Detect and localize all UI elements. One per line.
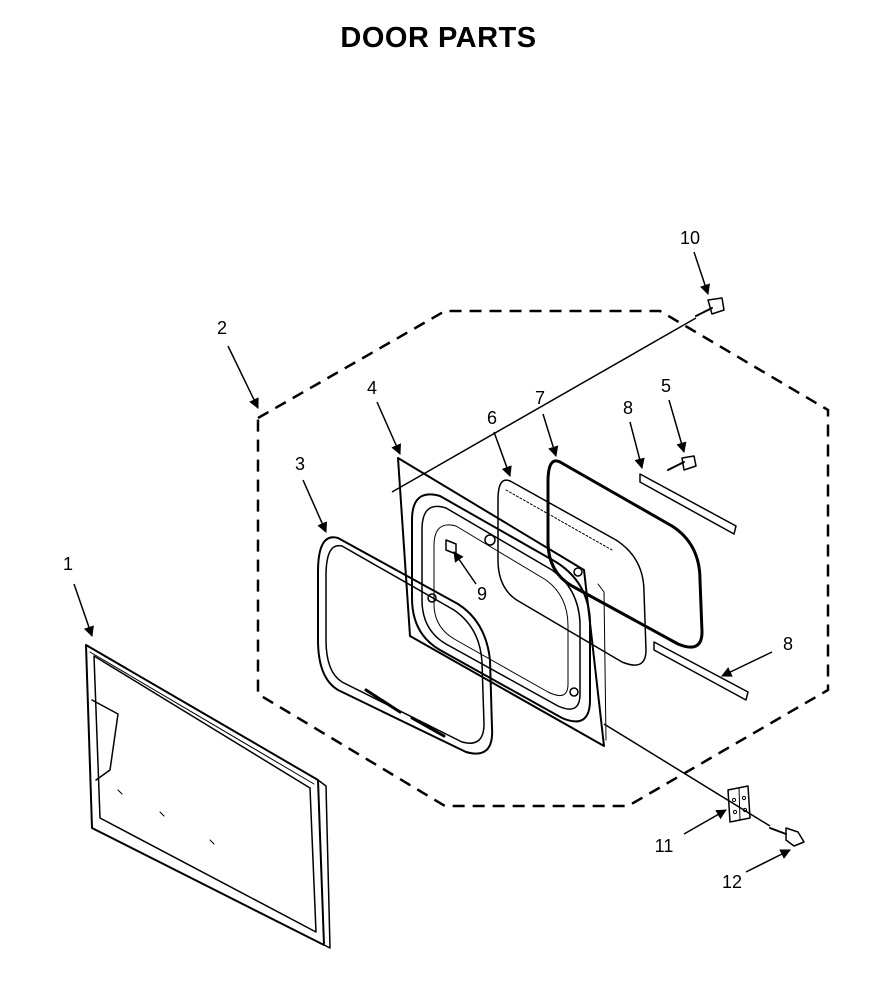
callout-3: 3: [295, 454, 305, 474]
callout-8-lower: 8: [783, 634, 793, 654]
hinge-screw: [769, 827, 805, 847]
callout-7: 7: [535, 388, 545, 408]
page-title: DOOR PARTS: [340, 22, 537, 54]
assembly-boundary: [256, 309, 830, 808]
leader-arrows: [73, 251, 791, 873]
callout-labels: 1 2 3 4 5 6 7 8 8 9 10 11 12: [63, 228, 793, 892]
callout-4: 4: [367, 378, 377, 398]
door-glass: [497, 479, 647, 666]
callout-5: 5: [661, 376, 671, 396]
callout-6: 6: [487, 408, 497, 428]
glass-seal: [546, 459, 704, 649]
door-rail-upper: [639, 473, 737, 535]
callout-10: 10: [680, 228, 700, 248]
door-rail-lower: [653, 641, 749, 701]
callout-11: 11: [655, 836, 674, 856]
callout-9: 9: [477, 584, 487, 604]
door-hinge: [727, 785, 751, 823]
callout-8-upper: 8: [623, 398, 633, 418]
screw-5: [667, 455, 697, 471]
inner-gasket: [317, 536, 494, 755]
outer-door-panel: [85, 644, 331, 949]
inner-door-panel: [397, 457, 607, 747]
callout-12: 12: [722, 872, 742, 892]
callout-2: 2: [217, 318, 227, 338]
screw-10: [695, 297, 725, 317]
assembly-axis-lines: [391, 317, 771, 827]
callout-1: 1: [63, 554, 73, 574]
